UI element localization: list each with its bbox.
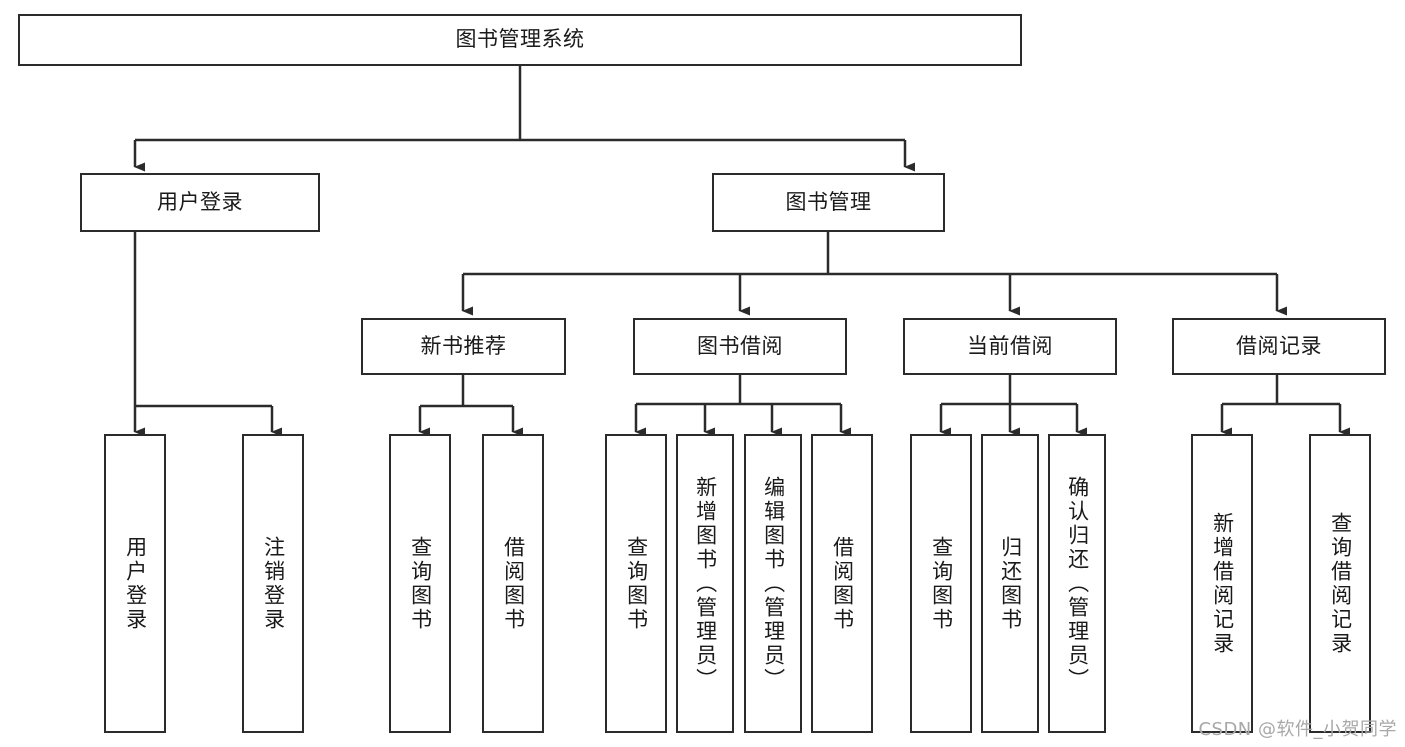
- node-leaf-return-book-label: 归还图书: [998, 535, 1023, 632]
- node-leaf-edit-book-label: 编辑图书（管理员）: [761, 475, 786, 692]
- node-book-manage-label: 图书管理: [785, 189, 872, 214]
- node-leaf-user-login-label: 用户登录: [123, 535, 148, 632]
- node-leaf-query-book-3-label: 查询图书: [929, 535, 954, 632]
- node-user-login[interactable]: 用户登录: [80, 173, 320, 232]
- node-new-book-recommend[interactable]: 新书推荐: [361, 318, 566, 375]
- node-leaf-add-book-label: 新增图书（管理员）: [693, 475, 718, 692]
- node-borrow-record[interactable]: 借阅记录: [1172, 318, 1386, 375]
- node-leaf-add-book[interactable]: 新增图书（管理员）: [676, 434, 734, 733]
- node-leaf-query-book-1[interactable]: 查询图书: [389, 434, 451, 733]
- node-leaf-confirm-return-label: 确认归还（管理员）: [1065, 475, 1090, 692]
- node-user-login-label: 用户登录: [157, 189, 243, 214]
- node-leaf-query-book-2-label: 查询图书: [624, 535, 649, 632]
- node-new-book-recommend-label: 新书推荐: [420, 333, 507, 358]
- node-leaf-borrow-book-1[interactable]: 借阅图书: [482, 434, 544, 733]
- node-leaf-return-book[interactable]: 归还图书: [981, 434, 1039, 733]
- node-root-label: 图书管理系统: [455, 27, 585, 52]
- node-leaf-user-login[interactable]: 用户登录: [104, 434, 166, 733]
- node-leaf-user-logout-label: 注销登录: [261, 535, 286, 632]
- node-book-manage[interactable]: 图书管理: [712, 173, 945, 232]
- node-leaf-confirm-return[interactable]: 确认归还（管理员）: [1048, 434, 1106, 733]
- node-leaf-query-record-label: 查询借阅记录: [1328, 511, 1353, 656]
- node-leaf-query-record[interactable]: 查询借阅记录: [1309, 434, 1371, 733]
- node-current-borrow[interactable]: 当前借阅: [903, 318, 1117, 375]
- node-current-borrow-label: 当前借阅: [967, 333, 1053, 358]
- node-root[interactable]: 图书管理系统: [18, 14, 1022, 66]
- node-leaf-borrow-book-1-label: 借阅图书: [501, 535, 526, 632]
- node-leaf-add-record[interactable]: 新增借阅记录: [1191, 434, 1253, 733]
- node-leaf-borrow-book-2[interactable]: 借阅图书: [811, 434, 873, 733]
- node-leaf-borrow-book-2-label: 借阅图书: [830, 535, 855, 632]
- node-leaf-user-logout[interactable]: 注销登录: [242, 434, 304, 733]
- node-leaf-add-record-label: 新增借阅记录: [1210, 511, 1235, 656]
- node-leaf-query-book-1-label: 查询图书: [408, 535, 433, 632]
- node-leaf-query-book-2[interactable]: 查询图书: [605, 434, 667, 733]
- node-borrow-record-label: 借阅记录: [1236, 333, 1322, 358]
- node-book-borrow-label: 图书借阅: [697, 333, 783, 358]
- node-leaf-edit-book[interactable]: 编辑图书（管理员）: [744, 434, 802, 733]
- node-book-borrow[interactable]: 图书借阅: [633, 318, 847, 375]
- node-leaf-query-book-3[interactable]: 查询图书: [910, 434, 972, 733]
